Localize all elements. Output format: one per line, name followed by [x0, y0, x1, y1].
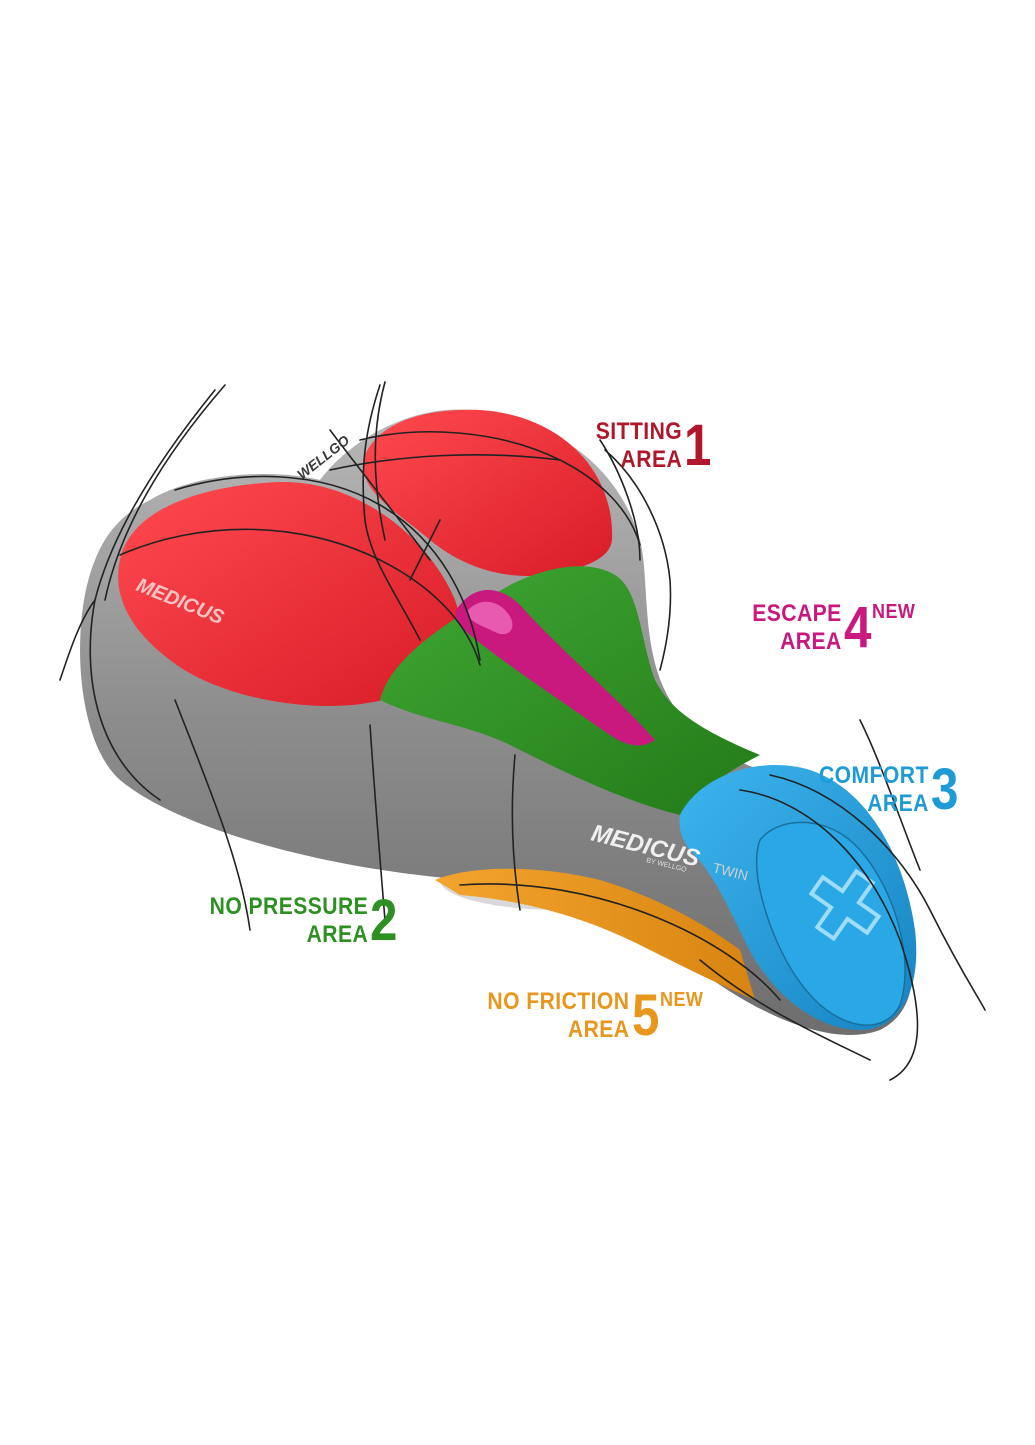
sitting-area-left	[118, 481, 459, 707]
callout-comfort-words: COMFORT AREA	[819, 762, 929, 818]
callout-escape-area: ESCAPE AREA 4 NEW	[740, 595, 915, 660]
comfort-area-tip	[755, 821, 906, 1026]
callout-comfort-number: 3	[930, 757, 959, 822]
callout-sitting-line1: SITTING	[595, 418, 683, 445]
callout-comfort-line2: AREA	[867, 790, 929, 817]
escape-area-highlight	[467, 601, 513, 635]
callout-sitting-line2: AREA	[620, 446, 683, 473]
cross-icon	[808, 868, 882, 942]
callout-comfort-area: COMFORT AREA 3	[804, 757, 964, 822]
sitting-area-right	[363, 409, 613, 576]
sketch-lines	[59, 381, 986, 1081]
callout-friction-words: NO FRICTION AREA	[487, 988, 629, 1044]
callout-escape-words: ESCAPE AREA	[752, 600, 841, 656]
callout-no-friction-area: NO FRICTION AREA 5 NEW	[468, 983, 703, 1048]
callout-sitting-area: SITTING AREA 1	[584, 413, 717, 478]
callout-sitting-number: 1	[684, 413, 713, 478]
callout-escape-new-badge: NEW	[872, 601, 916, 623]
callout-no-pressure-area: NO PRESSURE AREA 2	[188, 888, 403, 953]
callout-friction-line2: AREA	[567, 1016, 630, 1043]
callout-pressure-number: 2	[370, 888, 399, 953]
callout-escape-line2: AREA	[780, 628, 842, 655]
callout-friction-line1: NO FRICTION	[487, 988, 630, 1015]
callout-pressure-line2: AREA	[306, 921, 369, 948]
callout-comfort-line1: COMFORT	[818, 762, 929, 789]
no-friction-area	[435, 868, 755, 1000]
callout-friction-number: 5	[631, 983, 660, 1048]
callout-friction-new-badge: NEW	[660, 989, 704, 1011]
callout-escape-number: 4	[843, 595, 872, 660]
callout-escape-line1: ESCAPE	[752, 600, 842, 627]
callout-pressure-words: NO PRESSURE AREA	[210, 893, 369, 949]
callout-sitting-words: SITTING AREA	[596, 418, 682, 474]
callout-pressure-line1: NO PRESSURE	[209, 893, 369, 920]
